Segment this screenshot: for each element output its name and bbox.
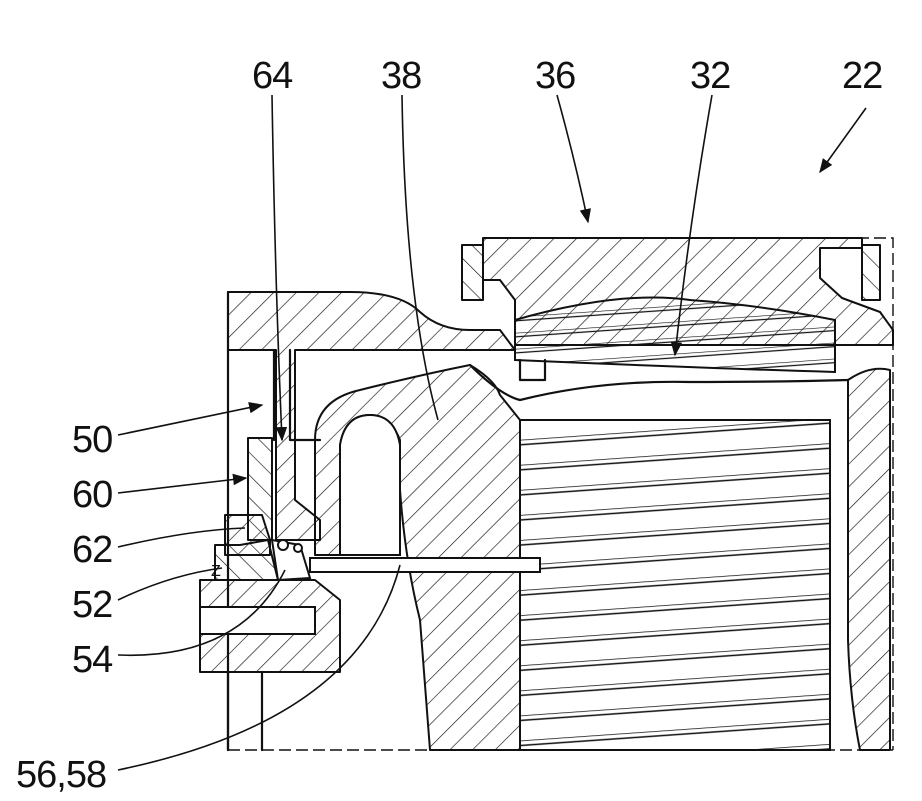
rotor-end-rim: [520, 360, 545, 380]
label-50: 50: [72, 419, 112, 461]
shaft-slot: [200, 607, 315, 634]
label-52: 52: [72, 584, 112, 626]
bearing-52: [215, 540, 278, 580]
label-60: 60: [72, 474, 112, 516]
leader-50: [118, 405, 262, 435]
label-62: 62: [72, 529, 112, 571]
label-z: Z: [211, 563, 221, 580]
leader-22: [820, 108, 866, 172]
label-64: 64: [252, 55, 293, 97]
leader-36: [557, 95, 588, 222]
rotor-plate-56-58: [310, 558, 540, 572]
lower-shaft-lines: [228, 672, 262, 750]
label-22: 22: [842, 55, 882, 97]
label-38: 38: [381, 55, 421, 97]
hub-cavity: [340, 415, 400, 555]
outer-ring: [848, 369, 890, 750]
label-32: 32: [690, 55, 730, 97]
cap-flange-right: [862, 245, 880, 300]
seal-ball: [278, 540, 288, 550]
leader-38: [402, 95, 438, 420]
seal-ball-2: [294, 544, 302, 552]
leader-60: [118, 478, 246, 493]
label-56-58: 56,58: [16, 754, 106, 796]
label-54: 54: [72, 639, 113, 681]
rotor-core-lamination: [520, 420, 830, 750]
label-36: 36: [535, 55, 575, 97]
cap-flange-left: [462, 245, 483, 300]
